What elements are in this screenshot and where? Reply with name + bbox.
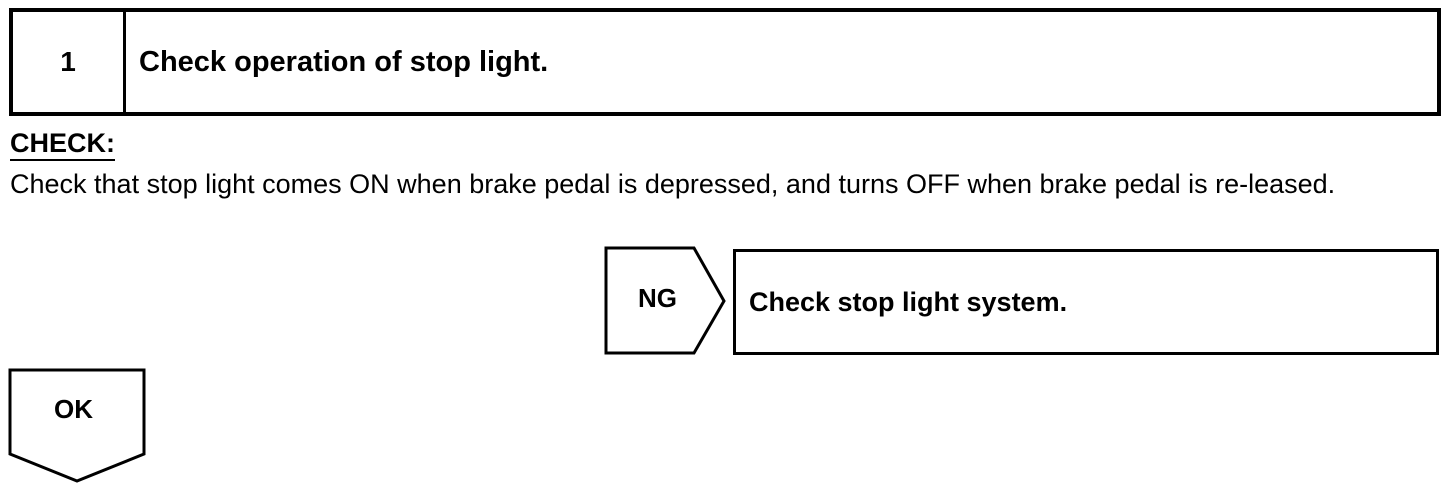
check-text: Check that stop light comes ON when brak… xyxy=(10,169,1336,199)
ok-arrow-shape xyxy=(8,368,148,484)
ng-arrow-shape xyxy=(604,246,728,356)
step-title: Check operation of stop light. xyxy=(139,45,549,78)
ng-label: NG xyxy=(638,283,677,313)
ok-label: OK xyxy=(54,394,93,424)
step-number: 1 xyxy=(13,12,126,112)
step-header: 1 Check operation of stop light. xyxy=(9,8,1441,116)
ng-result-box: Check stop light system. xyxy=(733,249,1439,355)
check-label: CHECK: xyxy=(10,128,115,161)
ng-result-text: Check stop light system. xyxy=(749,286,1068,317)
